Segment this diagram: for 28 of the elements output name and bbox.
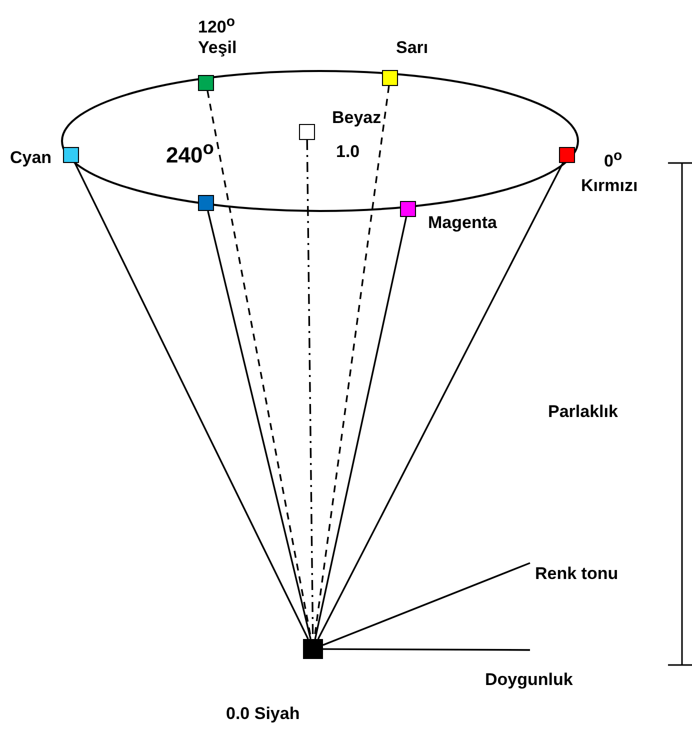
line bbox=[207, 210, 312, 640]
color-label: Cyan bbox=[10, 148, 52, 168]
color-label: 1.0 bbox=[336, 142, 360, 162]
color-label: 120$^{o}$ bbox=[198, 13, 236, 38]
color-square bbox=[198, 75, 214, 91]
line bbox=[74, 162, 309, 640]
color-label: Kırmızı bbox=[581, 176, 638, 196]
color-label: 0$^{o}$ bbox=[604, 147, 622, 172]
line bbox=[323, 648, 530, 651]
angle-label: 240$^{o}$ bbox=[166, 138, 214, 166]
line bbox=[317, 162, 564, 640]
line bbox=[322, 562, 530, 646]
axis-label: Renk tonu bbox=[535, 564, 618, 584]
color-label: Sarı bbox=[396, 38, 428, 58]
color-label: Yeşil bbox=[198, 38, 237, 58]
axis-label: Doygunluk bbox=[485, 670, 573, 690]
color-label: Beyaz bbox=[332, 108, 382, 128]
color-square bbox=[198, 195, 214, 211]
color-square bbox=[400, 201, 416, 217]
color-square bbox=[382, 70, 398, 86]
color-square bbox=[303, 639, 323, 659]
axis-label: Parlaklık bbox=[548, 402, 618, 422]
color-square bbox=[63, 147, 79, 163]
color-square bbox=[299, 124, 315, 140]
line bbox=[314, 216, 408, 640]
color-square bbox=[559, 147, 575, 163]
color-label: Magenta bbox=[428, 213, 497, 233]
color-label: 0.0 Siyah bbox=[226, 704, 300, 724]
